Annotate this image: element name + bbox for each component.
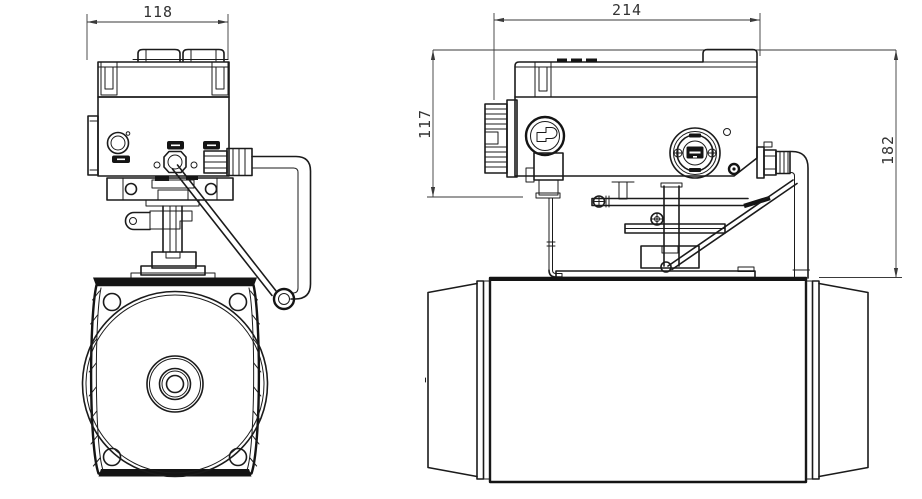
dim-214-label: 214 — [612, 1, 642, 19]
side-actuator — [484, 48, 810, 279]
side-dimension-214: 214 — [493, 1, 761, 100]
side-lever-rod — [667, 179, 798, 271]
hatch-right — [249, 290, 262, 467]
side-dimension-117: 117 — [416, 50, 523, 198]
dim-182-label: 182 — [879, 135, 897, 165]
selector-knob — [524, 115, 566, 157]
pipe-stub-left — [427, 282, 478, 478]
side-view: 214 117 182 — [416, 1, 902, 484]
front-actuator — [87, 48, 253, 177]
dim-117-label: 117 — [416, 109, 434, 139]
front-bracket — [106, 176, 234, 279]
front-dimension-118: 118 — [86, 3, 229, 60]
side-dimension-182: 182 — [819, 50, 902, 278]
side-bracket — [555, 179, 798, 279]
front-valve — [81, 277, 269, 478]
position-indicator — [669, 127, 721, 179]
lever-icon — [536, 127, 558, 142]
dim-118-label: 118 — [143, 3, 173, 21]
manual-lever-rod — [171, 164, 278, 297]
side-valve — [425, 276, 869, 484]
pipe-stub-right — [818, 282, 869, 478]
side-conduit — [756, 141, 810, 279]
front-view: 118 — [81, 3, 312, 478]
hatch-left — [88, 290, 101, 467]
drain-grommet — [727, 162, 741, 176]
